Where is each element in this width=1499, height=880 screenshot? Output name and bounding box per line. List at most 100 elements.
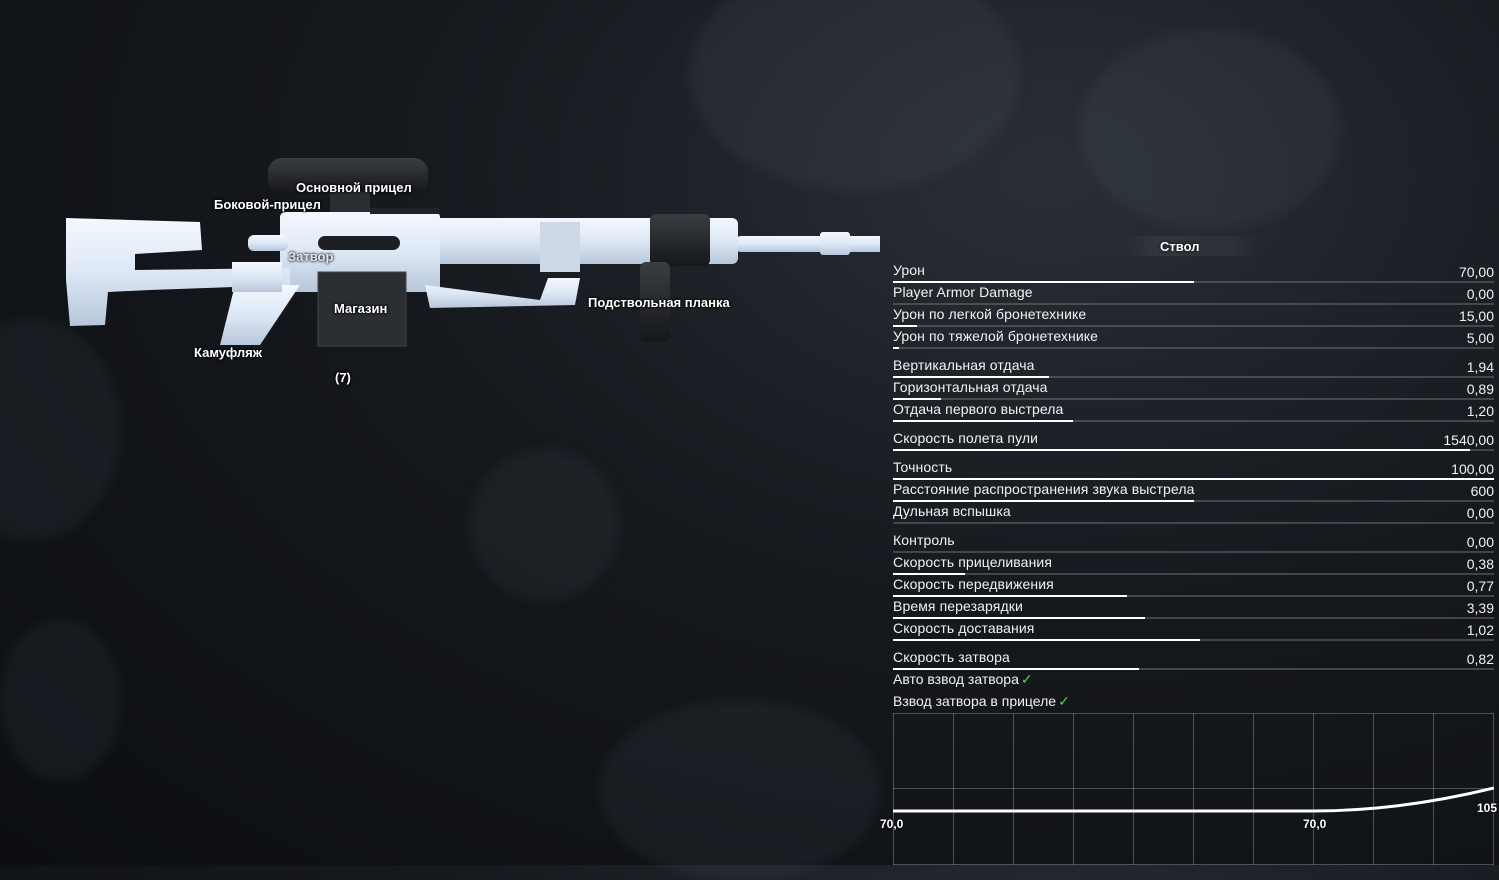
stat-name: Расстояние распространения звука выстрел… xyxy=(893,481,1195,497)
weapon-preview[interactable]: Основной прицел Боковой-прицел Затвор Ма… xyxy=(0,0,1125,420)
stat-value: 0,00 xyxy=(1466,534,1494,550)
part-magazine-label[interactable]: Магазин xyxy=(334,301,388,316)
bokeh-light xyxy=(600,700,880,880)
stat-bar-track xyxy=(893,522,1494,524)
stat-value: 70,00 xyxy=(1458,264,1494,280)
part-camo-label[interactable]: Камуфляж xyxy=(194,345,262,360)
stat-value: 3,39 xyxy=(1466,600,1494,616)
flag-auto-bolt-label: Авто взвод затвора xyxy=(893,671,1019,687)
stat-row: Время перезарядки 3,39 xyxy=(893,598,1494,620)
stat-name: Скорость передвижения xyxy=(893,576,1054,592)
stat-name: Урон xyxy=(893,262,925,278)
stat-value: 0,00 xyxy=(1466,505,1494,521)
stat-value: 1,02 xyxy=(1466,622,1494,638)
stat-row: Скорость доставания 1,02 xyxy=(893,620,1494,642)
stat-name: Урон по легкой бронетехнике xyxy=(893,306,1087,322)
check-icon: ✓ xyxy=(1020,671,1033,687)
part-bolt-label[interactable]: Затвор xyxy=(288,249,334,264)
stat-row: Отдача первого выстрела 1,20 xyxy=(893,401,1494,423)
stat-row: Скорость передвижения 0,77 xyxy=(893,576,1494,598)
stat-value: 5,00 xyxy=(1466,330,1494,346)
bokeh-light xyxy=(1080,30,1340,230)
part-main-scope-label[interactable]: Основной прицел xyxy=(296,180,412,195)
part-side-scope-label[interactable]: Боковой-прицел xyxy=(214,197,321,212)
stat-row: Расстояние распространения звука выстрел… xyxy=(893,481,1494,503)
graph-label-left: 70,0 xyxy=(880,817,904,831)
stat-bar-fill xyxy=(893,500,1194,502)
stat-value: 0,82 xyxy=(1466,651,1494,667)
damage-graph-svg xyxy=(893,713,1495,865)
stat-name: Скорость доставания xyxy=(893,620,1035,636)
stat-name: Урон по тяжелой бронетехнике xyxy=(893,328,1099,344)
part-barrel-tag[interactable]: Ствол xyxy=(1120,236,1260,256)
stat-bar-fill xyxy=(893,376,1050,378)
flag-auto-bolt: Авто взвод затвора✓ xyxy=(893,671,1494,693)
stat-name: Player Armor Damage xyxy=(893,284,1033,300)
stat-bar-fill xyxy=(893,281,1194,283)
stat-value: 0,77 xyxy=(1466,578,1494,594)
stat-row: Player Armor Damage 0,00 xyxy=(893,284,1494,306)
stat-name: Скорость полета пули xyxy=(893,430,1039,446)
stat-row: Скорость затвора 0,82 xyxy=(893,649,1494,671)
stat-bar-track xyxy=(893,668,1494,670)
stat-value: 100,00 xyxy=(1451,461,1494,477)
stat-row: Скорость полета пули 1540,00 xyxy=(893,430,1494,452)
ammo-count: (7) xyxy=(335,370,351,385)
stat-value: 1,20 xyxy=(1466,403,1494,419)
stat-bar-track xyxy=(893,398,1494,400)
stat-bar-fill xyxy=(893,595,1128,597)
stat-bar-track xyxy=(893,573,1494,575)
stat-bar-fill xyxy=(893,420,1074,422)
stat-name: Время перезарядки xyxy=(893,598,1023,614)
stat-bar-fill xyxy=(893,639,1200,641)
stat-name: Горизонтальная отдача xyxy=(893,379,1048,395)
stat-name: Скорость прицеливания xyxy=(893,554,1053,570)
part-underbarrel-label[interactable]: Подствольная планка xyxy=(588,295,730,310)
stat-bar-fill xyxy=(893,668,1140,670)
stat-value: 0,00 xyxy=(1466,286,1494,302)
stat-row: Точность 100,00 xyxy=(893,459,1494,481)
stat-bar-track xyxy=(893,376,1494,378)
stats-panel: Урон 70,00 Player Armor Damage 0,00 Урон п… xyxy=(893,262,1494,715)
stat-name: Вертикальная отдача xyxy=(893,357,1035,373)
check-icon: ✓ xyxy=(1058,693,1070,709)
stat-bar-fill xyxy=(893,573,966,575)
stat-row: Скорость прицеливания 0,38 xyxy=(893,554,1494,576)
stat-row: Горизонтальная отдача 0,89 xyxy=(893,379,1494,401)
stat-bar-fill xyxy=(893,347,899,349)
bokeh-light xyxy=(690,0,1020,190)
stat-bar-track xyxy=(893,347,1494,349)
damage-falloff-graph: 70,0 70,0 105 xyxy=(880,713,1498,865)
stat-name: Отдача первого выстрела xyxy=(893,401,1064,417)
stat-value: 0,38 xyxy=(1466,556,1494,572)
graph-label-right: 105 xyxy=(1477,801,1498,815)
stat-bar-fill xyxy=(893,617,1146,619)
stat-value: 1540,00 xyxy=(1443,432,1494,448)
stat-value: 1,94 xyxy=(1466,359,1494,375)
stat-row: Урон 70,00 xyxy=(893,262,1494,284)
stat-row: Контроль 0,00 xyxy=(893,532,1494,554)
stat-bar-track xyxy=(893,500,1494,502)
stat-value: 15,00 xyxy=(1458,308,1494,324)
stat-bar-fill xyxy=(893,325,918,327)
stat-bar-track xyxy=(893,617,1494,619)
stat-bar-track xyxy=(893,420,1494,422)
stat-bar-fill xyxy=(893,449,1470,451)
stat-name: Скорость затвора xyxy=(893,649,1010,665)
stat-value: 0,89 xyxy=(1466,381,1494,397)
bokeh-light xyxy=(0,620,120,780)
stat-value: 600 xyxy=(1470,483,1494,499)
stat-bar-track xyxy=(893,281,1494,283)
stat-name: Точность xyxy=(893,459,953,475)
stat-bar-fill xyxy=(893,398,942,400)
stat-bar-track xyxy=(893,325,1494,327)
sniper-rifle-model xyxy=(66,158,1125,347)
stat-bar-track xyxy=(893,303,1494,305)
bokeh-light xyxy=(470,450,620,600)
stat-name: Контроль xyxy=(893,532,955,548)
stat-bar-fill xyxy=(893,478,1494,480)
stat-bar-track xyxy=(893,551,1494,553)
damage-curve xyxy=(893,786,1495,813)
flag-scoped-bolt-label: Взвод затвора в прицеле xyxy=(893,693,1057,709)
